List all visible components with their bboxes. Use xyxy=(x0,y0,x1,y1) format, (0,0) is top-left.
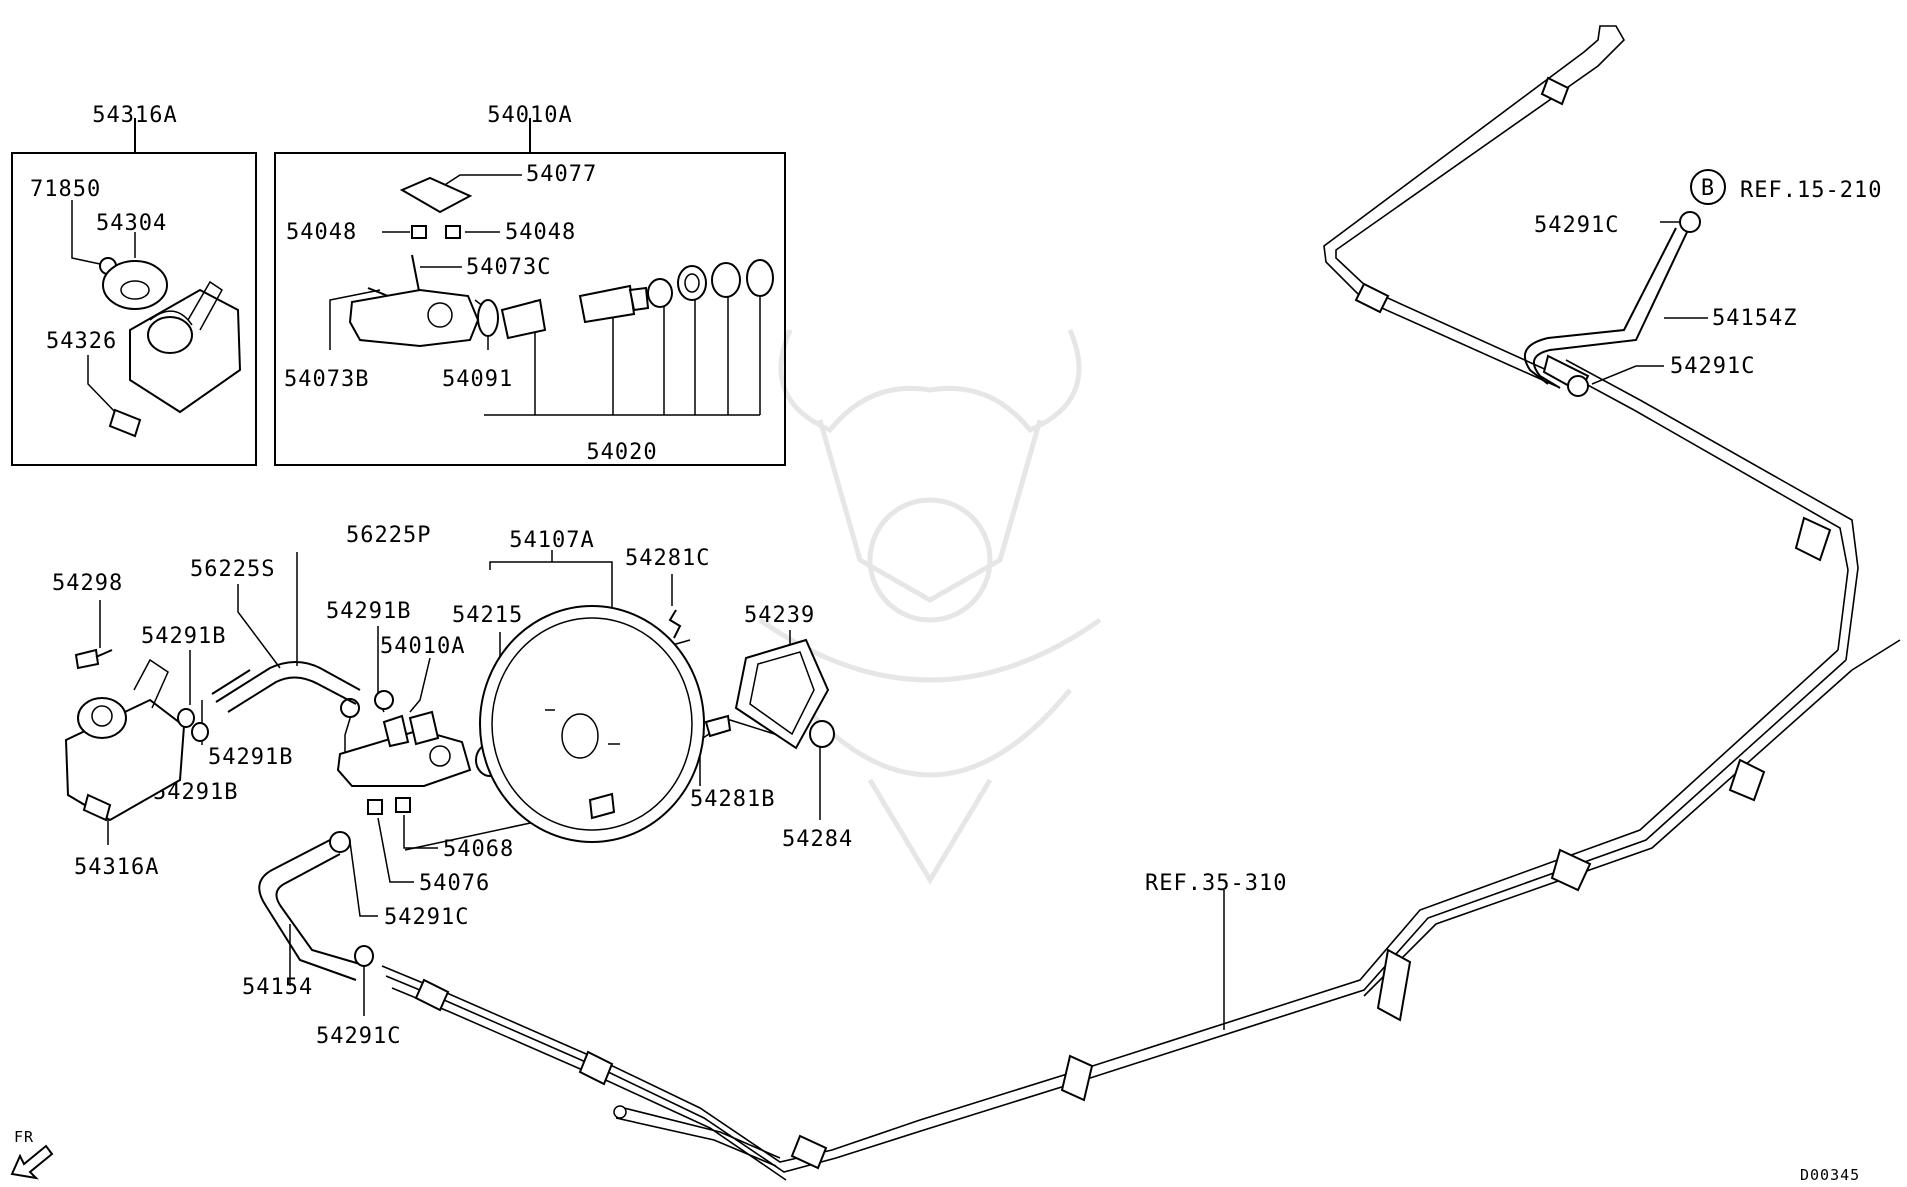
label-54010A-mid[interactable]: 54010A xyxy=(380,634,465,659)
diagram-code: D00345 xyxy=(1800,1166,1860,1184)
label-54291C-a[interactable]: 54291C xyxy=(384,905,469,930)
label-54291B-b[interactable]: 54291B xyxy=(326,599,411,624)
label-54073B[interactable]: 54073B xyxy=(284,367,369,392)
label-54316A-bottom[interactable]: 54316A xyxy=(74,855,159,880)
label-54291C-b[interactable]: 54291C xyxy=(316,1024,401,1049)
label-56225P[interactable]: 56225P xyxy=(346,523,431,548)
label-54048-right[interactable]: 54048 xyxy=(505,220,576,245)
reservoir-kit-box: 54316A 71850 54304 54326 xyxy=(11,103,257,466)
booster-assembly: 56225P 56225S 54298 54291B 54291B 54010A… xyxy=(52,523,853,1049)
label-54316A-top[interactable]: 54316A xyxy=(92,103,177,128)
label-54298[interactable]: 54298 xyxy=(52,571,123,596)
label-54215[interactable]: 54215 xyxy=(452,603,523,628)
label-54291B-c[interactable]: 54291B xyxy=(208,745,293,770)
circle-marker-B[interactable]: B xyxy=(1701,176,1715,201)
ref-15-210[interactable]: REF.15-210 xyxy=(1740,178,1882,203)
label-54076[interactable]: 54076 xyxy=(419,871,490,896)
label-54010A-top[interactable]: 54010A xyxy=(487,103,572,128)
label-54291C-c[interactable]: 54291C xyxy=(1534,213,1619,238)
front-marker: FR xyxy=(10,1128,54,1180)
label-54020[interactable]: 54020 xyxy=(586,440,657,465)
label-54154[interactable]: 54154 xyxy=(242,975,313,1000)
front-marker-label: FR xyxy=(14,1128,34,1146)
label-54304[interactable]: 54304 xyxy=(96,211,167,236)
label-54291C-d[interactable]: 54291C xyxy=(1670,354,1755,379)
label-54091[interactable]: 54091 xyxy=(442,367,513,392)
label-54284[interactable]: 54284 xyxy=(782,827,853,852)
right-labels: B REF.15-210 54291C 54154Z 54291C REF.35… xyxy=(1145,169,1882,896)
master-cylinder-kit-box: 54010A 54077 54048 54048 54073C 54073B 5… xyxy=(274,103,786,466)
label-54281B[interactable]: 54281B xyxy=(690,787,775,812)
brake-line-run xyxy=(381,25,1901,1181)
label-54239[interactable]: 54239 xyxy=(744,603,815,628)
label-54326[interactable]: 54326 xyxy=(46,329,117,354)
label-54073C[interactable]: 54073C xyxy=(466,255,551,280)
label-54077[interactable]: 54077 xyxy=(526,162,597,187)
label-54107A[interactable]: 54107A xyxy=(509,528,594,553)
label-54068[interactable]: 54068 xyxy=(443,837,514,862)
label-54048-left[interactable]: 54048 xyxy=(286,220,357,245)
ref-35-310[interactable]: REF.35-310 xyxy=(1145,871,1287,896)
label-54291B-a[interactable]: 54291B xyxy=(141,624,226,649)
front-arrow-icon xyxy=(10,1144,54,1180)
label-54154Z[interactable]: 54154Z xyxy=(1712,306,1797,331)
label-71850[interactable]: 71850 xyxy=(30,177,101,202)
label-54281C[interactable]: 54281C xyxy=(625,546,710,571)
label-56225S[interactable]: 56225S xyxy=(190,557,275,582)
